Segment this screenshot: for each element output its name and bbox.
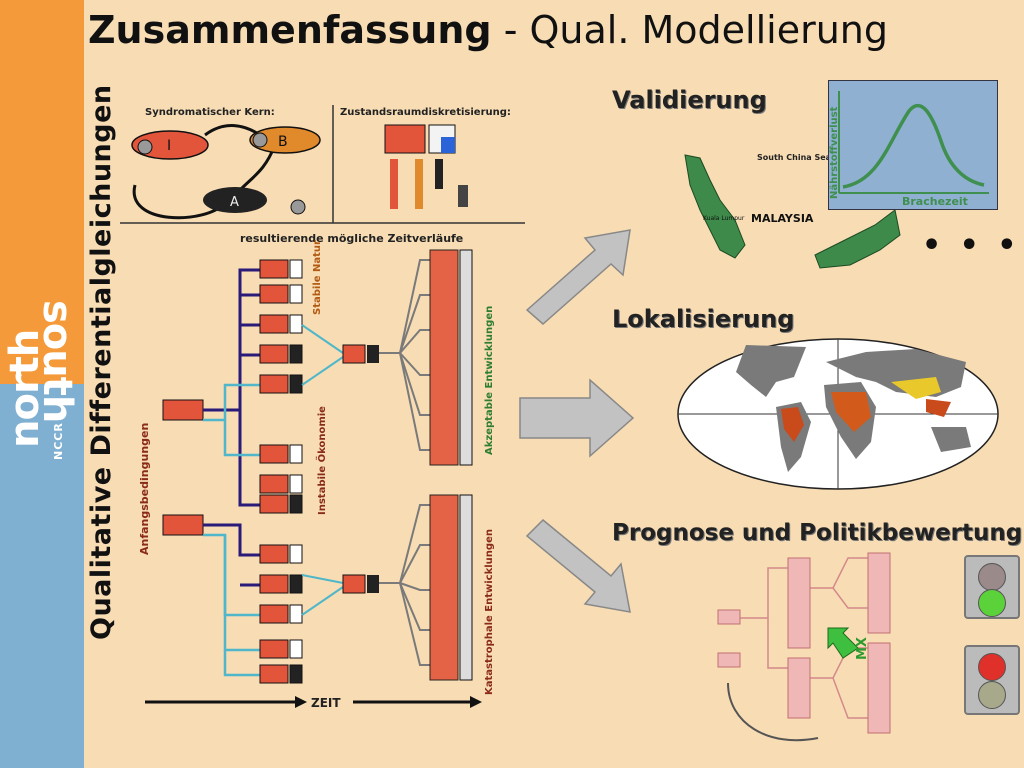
- node-a-label: A: [230, 195, 239, 210]
- label-acceptable: Akzeptable Entwicklungen: [484, 306, 495, 455]
- time-axis-label: ZEIT: [311, 696, 341, 710]
- state-bar: [435, 159, 443, 189]
- time-axis-arrow: [470, 696, 482, 708]
- left-column-states: [259, 259, 303, 684]
- inset-ylabel: Nährstoffverlust: [829, 106, 840, 199]
- prognosis-title: Prognose und Politikbewertung: [612, 520, 1023, 546]
- map-label-sea: South China Sea: [757, 153, 831, 162]
- branch-lines-dark: [203, 268, 260, 587]
- light-green: [978, 589, 1006, 617]
- logo-south-wrap: south: [34, 300, 80, 460]
- sidebar-blue: [0, 384, 84, 768]
- page-title: Zusammenfassung - Qual. Modellierung: [88, 8, 888, 52]
- africa-hotspot: [831, 392, 871, 432]
- state-box-fill: [441, 137, 455, 153]
- arrow-down-right: [525, 518, 631, 613]
- cycle-edge: [204, 124, 261, 137]
- node-b: [249, 126, 321, 154]
- prognosis-diagram: MX: [717, 552, 891, 742]
- australia: [931, 427, 971, 452]
- light-off: [978, 563, 1006, 591]
- malaysia-map: South China Sea MALAYSIA Kuala Lumpur: [684, 153, 901, 269]
- se-asia-hotspot: [926, 399, 951, 417]
- node-i-dot: [137, 139, 153, 155]
- initial-state: [162, 514, 204, 536]
- arrow-up-right: [525, 229, 631, 325]
- traffic-light-red: [964, 645, 1020, 715]
- north-america: [736, 345, 806, 397]
- label-stable-nature: Stabile Natur: [312, 240, 323, 315]
- map-label-country: MALAYSIA: [751, 212, 814, 225]
- map-label-city: Kuala Lumpur: [703, 215, 745, 222]
- inset-curve: [842, 103, 985, 189]
- heading-discretization: Zustandsraumdiskretisierung:: [340, 107, 511, 118]
- title-sub: - Qual. Modellierung: [503, 8, 888, 52]
- light-off: [978, 681, 1006, 709]
- state-bar: [415, 159, 423, 209]
- merge-lines: [301, 324, 344, 616]
- nccr-north-south-logo: north NCCR south: [2, 300, 80, 460]
- merge-state: [342, 344, 366, 364]
- initial-state: [162, 399, 204, 421]
- node-a: [203, 187, 267, 213]
- qde-diagram: Syndromatischer Kern: Zustandsraumdiskre…: [120, 105, 525, 710]
- merge-state: [367, 575, 379, 593]
- sidebar-orange: [0, 0, 84, 384]
- timeline-heading: resultierende mögliche Zeitverläufe: [240, 232, 463, 245]
- light-red: [978, 653, 1006, 681]
- borneo-shape: [814, 209, 901, 269]
- ellipsis: • • •: [922, 228, 1021, 263]
- heading-core: Syndromatischer Kern:: [145, 107, 275, 118]
- traffic-light-green: [964, 555, 1020, 619]
- policy-label: MX: [855, 637, 870, 660]
- initial-label: Anfangsbedingungen: [138, 423, 151, 555]
- state-box: [384, 124, 426, 154]
- branch-lines-light: [203, 383, 260, 677]
- fan-lines: [379, 259, 430, 666]
- arrow-right: [519, 378, 635, 458]
- node-b-label: B: [278, 134, 288, 150]
- node-i-label: I: [167, 138, 171, 154]
- policy-arrow: [827, 627, 859, 659]
- merge-state: [367, 345, 379, 363]
- merge-state: [342, 574, 366, 594]
- inset-chart: Nährstoffverlust Brachezeit: [829, 91, 989, 208]
- policy-curve: [727, 682, 819, 742]
- asia-hotspot: [891, 377, 941, 399]
- label-catastrophic: Katastrophale Entwicklungen: [484, 529, 495, 695]
- south-america-hotspot: [781, 407, 804, 442]
- validation-title: Validierung: [612, 86, 767, 114]
- legend-dot: [290, 199, 306, 215]
- label-unstable-economy: Instabile Ökonomie: [314, 406, 328, 515]
- time-axis-arrow: [295, 696, 307, 708]
- world-map: [677, 338, 999, 490]
- node-i: [131, 130, 209, 160]
- prognosis-states: [717, 552, 891, 734]
- state-bar: [390, 159, 398, 209]
- node-b-dot: [252, 132, 268, 148]
- peninsula-shape: [684, 154, 746, 259]
- vertical-title: Qualitative Differentialgleichungen: [86, 84, 117, 640]
- state-bar: [458, 185, 468, 207]
- logo-south: south: [34, 300, 80, 423]
- title-main: Zusammenfassung: [88, 8, 492, 52]
- inset-xlabel: Brachezeit: [902, 195, 968, 208]
- transition-arrows: [519, 229, 635, 613]
- prognosis-lines: [738, 557, 868, 719]
- localization-title: Lokalisierung: [612, 305, 795, 333]
- nutrient-loss-inset: Nährstoffverlust Brachezeit: [828, 80, 998, 210]
- right-column-states: [429, 249, 473, 681]
